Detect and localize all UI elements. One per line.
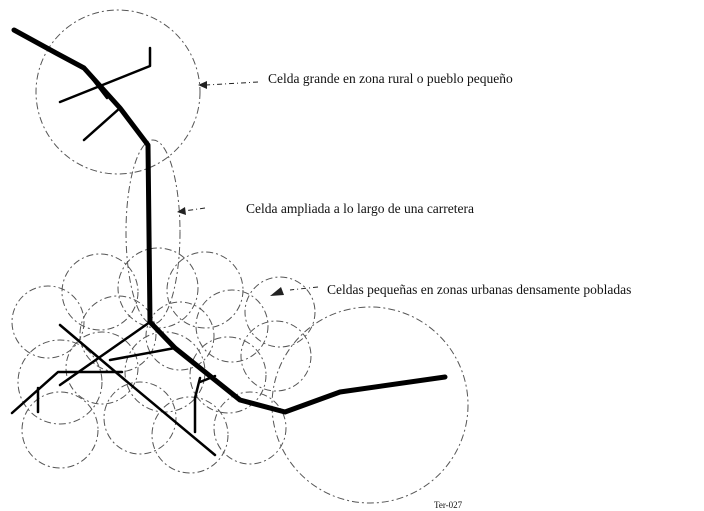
label-large-cell: Celda grande en zona rural o pueblo pequ… [268,71,513,86]
minor-roads [10,46,217,457]
pointer-small-cells [270,286,319,296]
large-right-cell [271,306,469,504]
main-road [11,27,448,415]
large-rural-cell [35,9,201,175]
small-urban-cells [11,247,316,474]
pointer-large-cell [198,81,259,89]
label-small-cells: Celdas pequeñas en zonas urbanas densame… [327,282,631,297]
pointer-extended-cell [177,207,206,215]
extended-road-cell [125,139,181,325]
label-extended-cell: Celda ampliada a lo largo de una carrete… [246,201,474,216]
figure-code: Ter-027 [434,500,463,510]
